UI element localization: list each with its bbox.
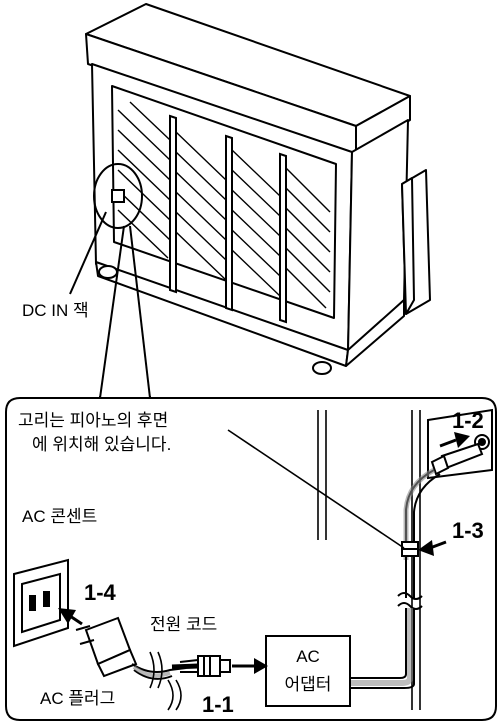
hook-note-line1: 고리는 피아노의 후면: [18, 411, 168, 430]
ac-adapter-box: [265, 635, 351, 707]
step-arrows: [58, 432, 470, 674]
hook-note-line2: 에 위치해 있습니다.: [32, 435, 171, 454]
ac-plug: [75, 616, 138, 678]
power-cord-label: 전원 코드: [150, 615, 217, 634]
step-1-1: 1-1: [202, 692, 234, 717]
ac-adapter-label-line2: 어댑터: [285, 675, 332, 694]
dc-in-callout: [69, 163, 151, 399]
piano-caster-right: [312, 361, 332, 375]
cable-break: [350, 556, 423, 689]
dc-in-jack-label: DC IN 잭: [22, 301, 89, 320]
dc-plug: [430, 442, 484, 476]
ac-plug-label: AC 플러그: [40, 689, 115, 708]
hook-note-leader: [227, 429, 405, 549]
detail-panel-frame: [5, 397, 497, 721]
step-1-3: 1-3: [452, 518, 484, 543]
ac-adapter-label-line1: AC: [296, 647, 320, 666]
step-1-2: 1-2: [452, 408, 484, 433]
ac-outlet-label: AC 콘센트: [22, 507, 97, 526]
cable-hook: [401, 541, 419, 557]
ac-outlet: [13, 558, 69, 648]
piano-hatching: [117, 101, 331, 309]
dc-in-jack-icon: [111, 189, 125, 203]
piano-caster-left: [98, 265, 118, 279]
piano-lid-side: [355, 95, 411, 155]
step-1-4: 1-4: [84, 580, 117, 605]
dc-in-circle: [93, 163, 143, 229]
piano-slats: [169, 114, 287, 324]
